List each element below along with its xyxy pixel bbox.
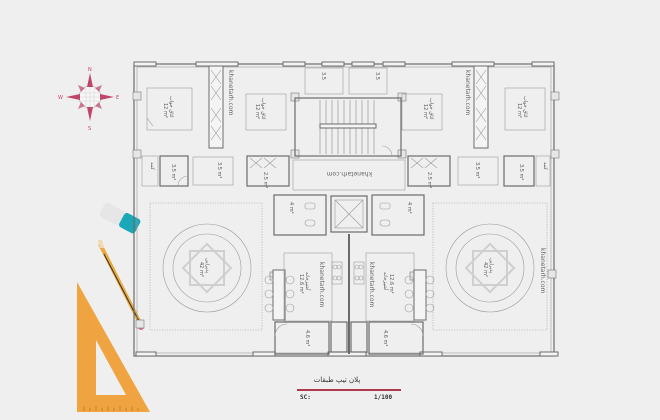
set-square-icon xyxy=(77,282,150,412)
bath-left: 3.5 m² xyxy=(192,156,234,186)
wardrobe-right: khanetarh.com xyxy=(464,65,489,149)
title-underline xyxy=(297,389,401,391)
svg-text:4 m²: 4 m² xyxy=(288,202,294,214)
svg-text:3.5: 3.5 xyxy=(374,72,380,80)
entry-left: 4.6 m² xyxy=(274,321,330,355)
eraser-icon xyxy=(99,202,141,234)
living-room-right: پذیرایی 42 m² khanetarh.com xyxy=(432,202,548,331)
svg-text:khanetarh.com: khanetarh.com xyxy=(368,262,375,308)
svg-text:اتاق خواب: اتاق خواب xyxy=(260,98,266,120)
compass-west-label: W xyxy=(58,95,63,101)
corridor: khanetarh.com xyxy=(292,159,406,191)
svg-text:3.5 m²: 3.5 m² xyxy=(216,162,222,178)
closet-right: کمد xyxy=(535,155,551,187)
elevator-shaft xyxy=(330,195,368,233)
svg-text:اتاق خواب: اتاق خواب xyxy=(168,96,174,118)
svg-text:4.6 m²: 4.6 m² xyxy=(304,330,310,346)
living-room-left: پذیرایی 42 m² xyxy=(149,202,263,331)
svg-text:12 m²: 12 m² xyxy=(516,103,522,118)
drawing-title: پلان تیپ طبقات xyxy=(313,376,361,384)
svg-text:آشپزخانه: آشپزخانه xyxy=(382,272,389,291)
scale-value: 1/100 xyxy=(374,394,393,401)
svg-text:12 m²: 12 m² xyxy=(422,104,428,119)
svg-text:12.6 m²: 12.6 m² xyxy=(298,274,304,294)
kitchen-left: آشپزخانه 12.6 m² khanetarh.com xyxy=(283,252,343,322)
svg-text:3.5 m²: 3.5 m² xyxy=(170,164,176,180)
bedroom-left-2: اتاق خواب 12 m² xyxy=(245,93,287,131)
svg-text:12 m²: 12 m² xyxy=(162,103,168,118)
closet-left-2: 2.5 m² xyxy=(246,155,290,188)
balcony-left: 3.5 xyxy=(304,67,344,95)
svg-text:2.5 m²: 2.5 m² xyxy=(262,172,268,188)
svg-text:12.6 m²: 12.6 m² xyxy=(388,274,394,294)
toilet-right: 4 m² xyxy=(371,194,425,236)
svg-text:khanetarh.com: khanetarh.com xyxy=(464,70,471,116)
svg-text:khanetarh.com: khanetarh.com xyxy=(318,262,325,308)
svg-text:3.5 m²: 3.5 m² xyxy=(518,164,524,180)
svg-text:khanetarh.com: khanetarh.com xyxy=(326,170,372,177)
wardrobe-left: khanetarh.com xyxy=(208,65,234,149)
wc-left: 3.5 m² xyxy=(159,155,189,187)
svg-text:khanetarh.com: khanetarh.com xyxy=(539,248,546,294)
svg-text:2.5 m²: 2.5 m² xyxy=(426,172,432,188)
closet-right-2: 2.5 m² xyxy=(407,155,451,188)
svg-text:4 m²: 4 m² xyxy=(406,202,412,214)
svg-text:پذیرایی: پذیرایی xyxy=(488,258,494,274)
svg-text:khanetarh.com: khanetarh.com xyxy=(227,70,234,116)
svg-text:کمد: کمد xyxy=(149,162,155,171)
shafts xyxy=(330,321,368,353)
dining-table-right xyxy=(404,269,435,321)
bedroom-left-1: اتاق خواب 12 m² xyxy=(146,87,193,131)
svg-text:آشپزخانه: آشپزخانه xyxy=(304,272,311,291)
bedroom-right-1: اتاق خواب 12 m² xyxy=(401,93,443,131)
closet-left: کمد xyxy=(141,155,159,187)
svg-text:3.5: 3.5 xyxy=(320,72,326,80)
kitchen-right: khanetarh.com آشپزخانه 12.6 m² xyxy=(353,252,415,322)
entry-right: 4.6 m² xyxy=(368,321,424,355)
svg-text:42 m²: 42 m² xyxy=(198,262,204,277)
svg-text:اتاق خواب: اتاق خواب xyxy=(522,96,528,118)
wc-right: 3.5 m² xyxy=(503,155,535,187)
bedroom-right-2: اتاق خواب 12 m² xyxy=(504,87,546,131)
compass-east-label: E xyxy=(116,95,119,101)
bath-right: 3.5 m² xyxy=(457,156,499,186)
svg-text:پذیرایی: پذیرایی xyxy=(204,258,210,274)
svg-text:12 m²: 12 m² xyxy=(254,104,260,119)
scale-label: SC: xyxy=(300,394,311,401)
balcony-right: 3.5 xyxy=(348,67,388,95)
svg-text:4.6 m²: 4.6 m² xyxy=(382,330,388,346)
svg-text:3.5 m²: 3.5 m² xyxy=(474,162,480,178)
compass-rose-icon: N S E W xyxy=(58,67,119,132)
svg-text:کمد: کمد xyxy=(542,162,548,171)
staircase xyxy=(294,97,402,157)
svg-text:اتاق خواب: اتاق خواب xyxy=(428,98,434,120)
toilet-left: 4 m² xyxy=(273,194,327,236)
compass-north-label: N xyxy=(88,67,92,73)
dining-table-left xyxy=(264,269,295,321)
compass-south-label: S xyxy=(88,126,91,132)
svg-text:42 m²: 42 m² xyxy=(482,262,488,277)
